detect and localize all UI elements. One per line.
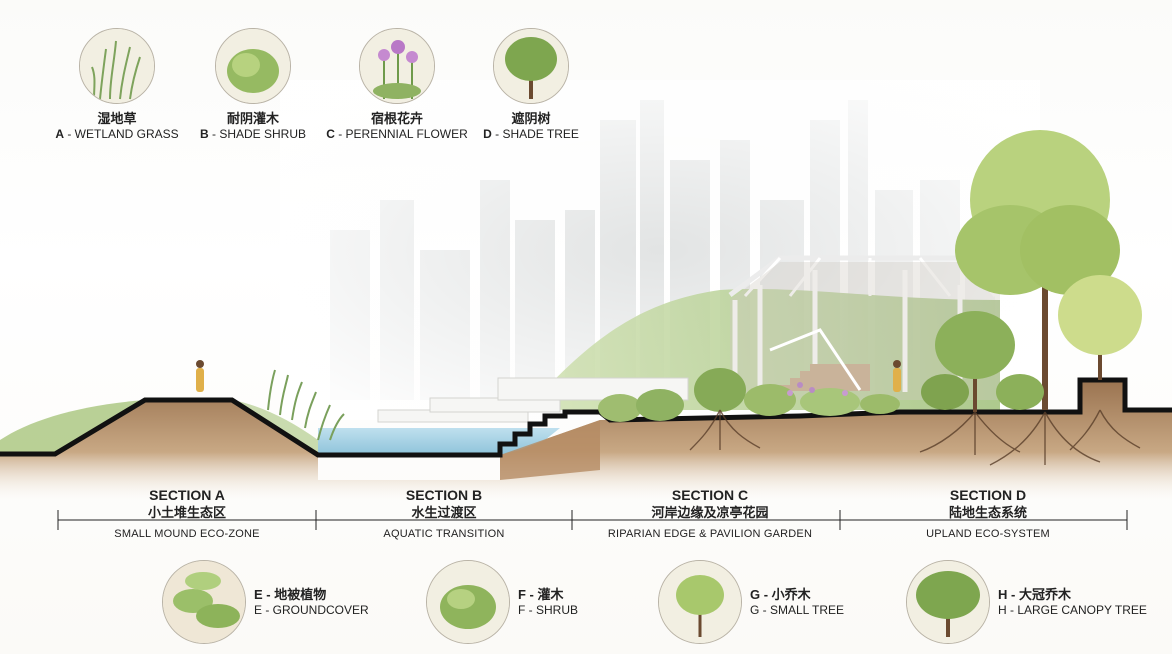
section-en: UPLAND ECO-SYSTEM — [926, 528, 1050, 540]
legend-wetland-grass: 湿地草 A - WETLAND GRASS — [52, 28, 182, 142]
perennial-flower-icon — [359, 28, 435, 104]
wetland-grasses — [267, 369, 345, 441]
legend-perennial-flower: 宿根花卉 C - PERENNIAL FLOWER — [322, 28, 472, 142]
legend-en: B - SHADE SHRUB — [199, 127, 307, 141]
legend-cn: 耐阴灌木 — [226, 111, 279, 126]
stair-railing — [769, 328, 862, 391]
section-title: SECTION B — [405, 487, 483, 503]
wetland-grass-icon — [79, 28, 155, 104]
legend-en: H - LARGE CANOPY TREE — [998, 603, 1147, 617]
section-d-label: SECTION D 陆地生态系统 UPLAND ECO-SYSTEM — [858, 486, 1118, 542]
section-a-label: SECTION A 小土堆生态区 SMALL MOUND ECO-ZONE — [57, 486, 317, 542]
legend-shrub: F - 灌木 F - SHRUB — [426, 560, 578, 644]
legend-en: A - WETLAND GRASS — [55, 127, 179, 141]
gravel-bank — [500, 420, 600, 480]
large-canopy-tree-icon — [906, 560, 990, 644]
section-en: AQUATIC TRANSITION — [383, 528, 505, 540]
riparian-planting — [598, 368, 900, 422]
section-en: SMALL MOUND ECO-ZONE — [114, 528, 260, 540]
legend-cn: 湿地草 — [97, 111, 137, 126]
small-tree-icon — [658, 560, 742, 644]
legend-en: F - SHRUB — [518, 603, 578, 617]
legend-en: E - GROUNDCOVER — [254, 603, 369, 617]
section-cn: 小土堆生态区 — [147, 505, 226, 520]
mound-grass-left — [0, 400, 145, 452]
shade-shrub-icon — [215, 28, 291, 104]
section-title: SECTION C — [671, 487, 749, 503]
section-cn: 河岸边缘及凉亭花园 — [651, 505, 769, 520]
section-axis — [57, 510, 1128, 530]
legend-large-canopy-tree: H - 大冠乔木 H - LARGE CANOPY TREE — [906, 560, 1147, 644]
root-systems — [689, 409, 1141, 466]
pavilion-shade — [730, 262, 1000, 400]
legend-cn: 遮阴树 — [511, 111, 551, 126]
shade-tree-icon — [493, 28, 569, 104]
section-c-label: SECTION C 河岸边缘及凉亭花园 RIPARIAN EDGE & PAVI… — [580, 486, 840, 542]
legend-small-tree: G - 小乔木 G - SMALL TREE — [658, 560, 844, 644]
legend-en: G - SMALL TREE — [750, 603, 845, 617]
legend-cn: H - 大冠乔木 — [998, 587, 1071, 602]
ground-profile-line — [0, 377, 1172, 458]
white-terrace-steps — [377, 377, 689, 423]
pavilion-stairs — [780, 364, 870, 391]
legend-cn: F - 灌木 — [518, 587, 564, 602]
legend-shade-tree: 遮阴树 D - SHADE TREE — [466, 28, 596, 142]
shrub-icon — [426, 560, 510, 644]
upland-trees — [921, 130, 1142, 412]
groundcover-icon — [162, 560, 246, 644]
legend-groundcover: E - 地被植物 E - GROUNDCOVER — [162, 560, 369, 644]
legend-cn: 宿根花卉 — [370, 111, 423, 126]
legend-en: C - PERENNIAL FLOWER — [326, 127, 468, 141]
legend-cn: G - 小乔木 — [750, 587, 811, 602]
section-cn: 水生过渡区 — [411, 505, 477, 520]
section-en: RIPARIAN EDGE & PAVILION GARDEN — [607, 528, 813, 540]
section-cn: 陆地生态系统 — [948, 505, 1027, 520]
section-b-label: SECTION B 水生过渡区 AQUATIC TRANSITION — [314, 486, 574, 542]
legend-en: D - SHADE TREE — [483, 127, 579, 141]
legend-cn: E - 地被植物 — [254, 587, 327, 602]
person-in-pavilion — [893, 360, 901, 392]
legend-shade-shrub: 耐阴灌木 B - SHADE SHRUB — [188, 28, 318, 142]
person-on-mound — [196, 360, 204, 392]
section-title: SECTION D — [949, 487, 1027, 503]
section-title: SECTION A — [149, 487, 225, 503]
